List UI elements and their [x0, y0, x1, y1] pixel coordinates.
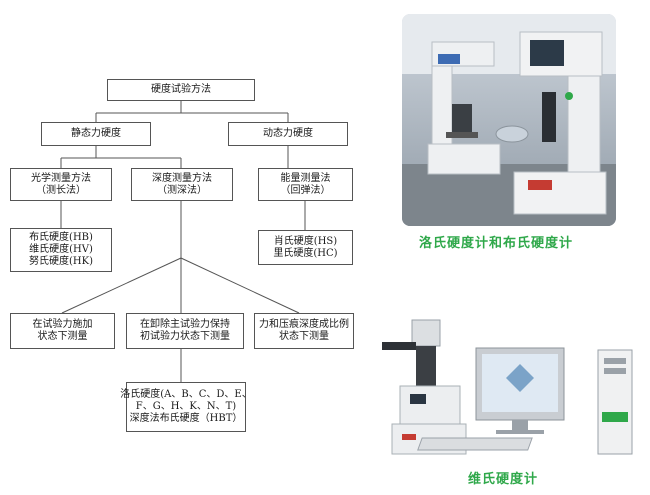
optical-line-1: 光学测量方法	[31, 172, 91, 184]
energy-line-1: 能量测量法	[280, 172, 331, 184]
rockwell-line-3: 深度法布氏硬度（HBT）	[129, 413, 243, 424]
optical-item-hb: 布氏硬度(HB)	[29, 232, 93, 243]
condition-node-3: 力和压痕深度成比例 状态下测量	[254, 313, 354, 349]
root-label: 硬度试验方法	[151, 84, 211, 95]
cond3-line-2: 状态下测量	[279, 331, 329, 342]
energy-node: 能量测量法 （回弹法）	[258, 168, 353, 201]
depth-node: 深度测量方法 （测深法）	[131, 168, 233, 201]
optical-line-2: （测长法）	[36, 184, 86, 196]
optical-node: 光学测量方法 （测长法）	[10, 168, 112, 201]
dynamic-label: 动态力硬度	[263, 128, 313, 139]
depth-line-1: 深度测量方法	[152, 172, 212, 184]
cond1-line-1: 在试验力施加	[32, 319, 93, 330]
rockwell-line-2: F、G、H、K、N、T)	[135, 401, 237, 412]
cond1-line-2: 状态下测量	[37, 331, 88, 342]
vickers-tester-illustration	[372, 312, 642, 462]
energy-list-node: 肖氏硬度(HS) 里氏硬度(HC)	[258, 230, 353, 265]
hardness-tester-illustration	[402, 14, 616, 226]
optical-item-hv: 维氏硬度(HV)	[29, 244, 93, 255]
energy-line-2: （回弹法）	[280, 184, 331, 196]
optical-item-hk: 努氏硬度(HK)	[29, 256, 93, 267]
rockwell-node: 洛氏硬度(A、B、C、D、E、 F、G、H、K、N、T) 深度法布氏硬度（HBT…	[120, 382, 252, 432]
static-label: 静态力硬度	[71, 128, 121, 139]
dynamic-node: 动态力硬度	[228, 122, 348, 146]
cond3-line-1: 力和压痕深度成比例	[259, 319, 349, 330]
energy-item-hs: 肖氏硬度(HS)	[273, 235, 338, 247]
rockwell-brinell-tester-photo	[402, 14, 616, 226]
condition-node-2: 在卸除主试验力保持 初试验力状态下测量	[126, 313, 244, 349]
rockwell-line-1: 洛氏硬度(A、B、C、D、E、	[120, 389, 252, 400]
cond2-line-1: 在卸除主试验力保持	[140, 319, 230, 330]
vickers-tester-photo	[372, 312, 642, 462]
vickers-caption: 维氏硬度计	[468, 472, 539, 487]
condition-node-1: 在试验力施加 状态下测量	[10, 313, 115, 349]
optical-list-node: 布氏硬度(HB) 维氏硬度(HV) 努氏硬度(HK)	[10, 228, 112, 272]
depth-line-2: （测深法）	[157, 184, 207, 196]
cond2-line-2: 初试验力状态下测量	[140, 331, 230, 342]
energy-item-hc: 里氏硬度(HC)	[273, 247, 338, 259]
rockwell-brinell-caption: 洛氏硬度计和布氏硬度计	[419, 236, 574, 251]
static-node: 静态力硬度	[41, 122, 151, 146]
root-node: 硬度试验方法	[107, 79, 255, 101]
